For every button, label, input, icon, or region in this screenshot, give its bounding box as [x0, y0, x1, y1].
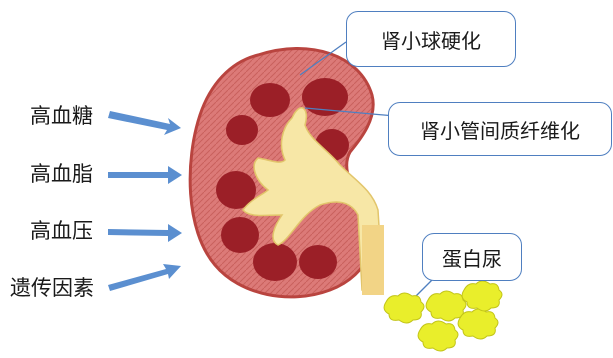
arrow-genetics [108, 264, 181, 291]
protein-clusters [384, 281, 502, 351]
ureter [362, 225, 384, 295]
label-genetics: 遗传因素 [10, 278, 94, 299]
arrow-hyperglycemia [108, 111, 181, 135]
arrow-hypertension [108, 224, 182, 242]
callout-proteinuria: 蛋白尿 [422, 233, 522, 281]
label-hyperglycemia: 高血糖 [30, 106, 93, 127]
label-hypertension: 高血压 [30, 221, 93, 242]
risk-arrows [108, 111, 182, 291]
kidney [190, 48, 384, 296]
callout-glomerulosclerosis: 肾小球硬化 [346, 11, 516, 67]
arrow-hyperlipidemia [108, 166, 182, 184]
label-hyperlipidemia: 高血脂 [30, 164, 93, 185]
callout-interstitial-fibrosis: 肾小管间质纤维化 [388, 102, 612, 156]
